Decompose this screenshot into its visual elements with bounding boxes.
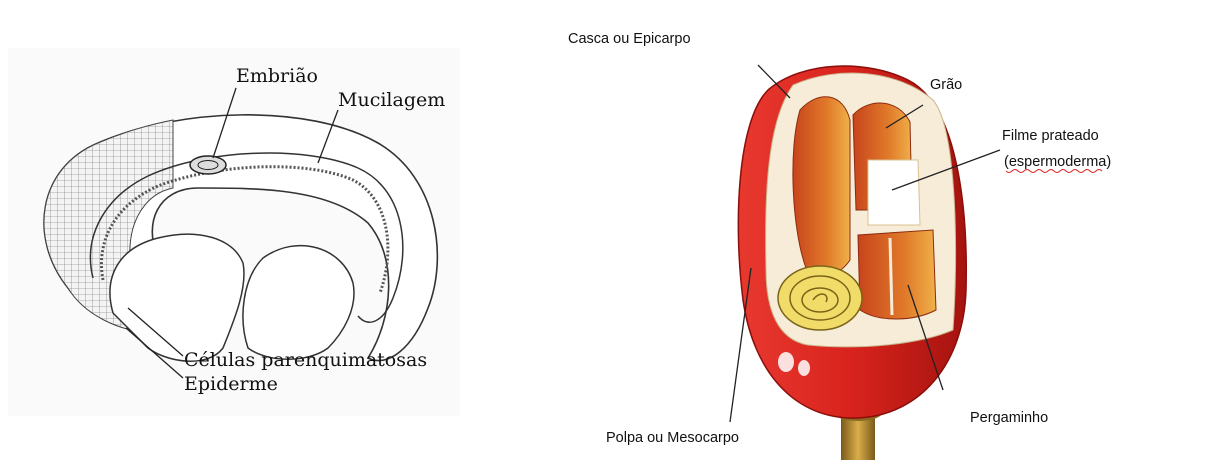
- left-chamber: [110, 234, 244, 361]
- grain-label: Grão: [930, 77, 962, 93]
- seed-cross-section-panel: Embrião Mucilagem Células parenquimatosa…: [8, 48, 460, 416]
- right-chamber: [243, 246, 354, 360]
- silver-film: [868, 160, 920, 225]
- mucilage-label: Mucilagem: [338, 89, 445, 111]
- embryo-label: Embrião: [236, 65, 318, 87]
- silver-film-label: Filme prateado: [1002, 128, 1099, 144]
- spermoderm-label: (espermoderma): [1004, 154, 1111, 170]
- parchment-label: Pergaminho: [970, 410, 1048, 426]
- epidermis-label: Epiderme: [184, 373, 278, 395]
- husk-label: Casca ou Epicarpo: [568, 31, 691, 47]
- bean-left: [793, 97, 850, 276]
- seed-cross-section-drawing: Embrião Mucilagem Células parenquimatosa…: [8, 48, 460, 416]
- parenchyma-label: Células parenquimatosas: [184, 349, 427, 371]
- bean-right-bottom: [858, 230, 936, 319]
- coffee-cherry-drawing: Casca ou Epicarpo Grão Filme prateado (e…: [538, 10, 1210, 465]
- pulp-label: Polpa ou Mesocarpo: [606, 430, 739, 446]
- embryo-shape: [190, 156, 226, 174]
- coffee-cherry-panel: Casca ou Epicarpo Grão Filme prateado (e…: [538, 10, 1210, 465]
